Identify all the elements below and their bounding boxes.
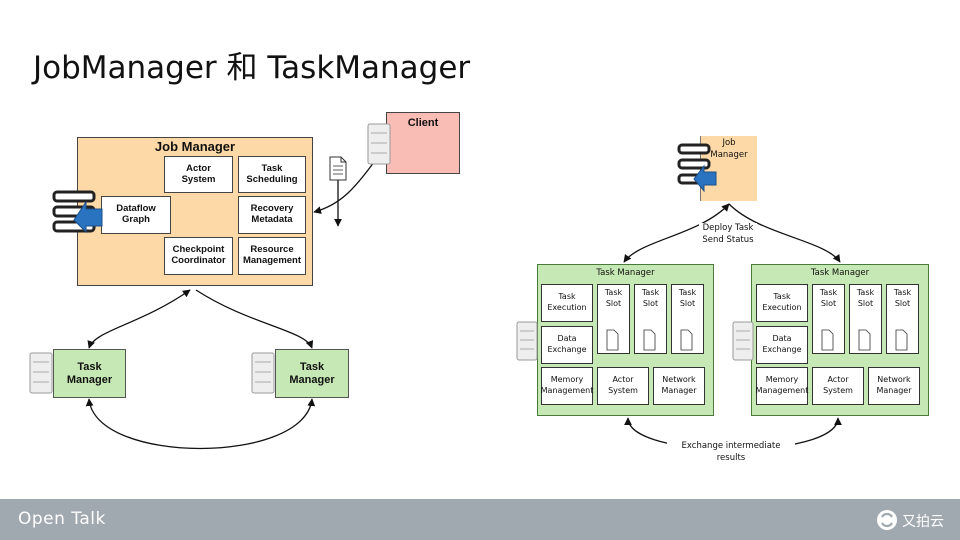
right-task-manager-2-title: Task Manager <box>810 268 870 278</box>
server-icon-client <box>367 123 391 165</box>
right-task-manager-1-title: Task Manager <box>596 268 655 278</box>
server-icon-tm-left <box>29 352 53 394</box>
checkpoint-coordinator-box: Checkpoint Coordinator <box>164 237 233 275</box>
blue-arrow-icon-left <box>73 200 103 234</box>
resource-management-box: Resource Management <box>238 237 306 275</box>
server-icon-tm-right <box>251 352 275 394</box>
slot-doc-icon-2-2 <box>858 329 871 351</box>
slot-doc-icon-1-2 <box>643 329 656 351</box>
slide-title: JobManager 和 TaskManager <box>33 50 471 86</box>
tm-to-tm-connector <box>85 398 316 450</box>
upyun-logo-icon <box>877 510 897 530</box>
jm-to-tm-left-connector <box>87 289 191 349</box>
network-manager-box-2: Network Manager <box>868 367 920 405</box>
slot-doc-icon-2-3 <box>895 329 908 351</box>
memory-management-box-2: Memory Management <box>756 367 808 405</box>
footer-brand: Open Talk <box>18 509 106 529</box>
slot-doc-icon-1-3 <box>680 329 693 351</box>
slot-document-icons <box>606 329 908 351</box>
memory-management-box-1: Memory Management <box>541 367 593 405</box>
server-icon-rtm-2 <box>732 321 754 361</box>
exchange-results-label: Exchange intermediate results <box>667 441 795 465</box>
task-execution-box-2: Task Execution <box>756 284 808 322</box>
task-slot-2-3: Task Slot <box>886 284 919 354</box>
dataflow-graph-box: Dataflow Graph <box>101 196 171 234</box>
slot-doc-icon-1-1 <box>606 329 619 351</box>
task-execution-box-1: Task Execution <box>541 284 593 322</box>
actor-system-box-1: Actor System <box>597 367 649 405</box>
document-icon <box>329 156 347 181</box>
task-manager-box-right: Task Manager <box>275 349 349 398</box>
slot-doc-icon-2-1 <box>821 329 834 351</box>
footer-bar <box>0 499 960 540</box>
task-manager-box-left: Task Manager <box>53 349 126 398</box>
actor-system-box-2: Actor System <box>812 367 864 405</box>
deploy-connector-left <box>623 203 730 263</box>
network-manager-box-1: Network Manager <box>653 367 705 405</box>
server-icon-rtm-1 <box>516 321 538 361</box>
footer-logo-text: 又拍云 <box>902 514 944 530</box>
job-manager-title: Job Manager <box>154 139 236 154</box>
task-scheduling-box: Task Scheduling <box>238 156 306 193</box>
jm-to-tm-right-connector <box>195 289 314 349</box>
deploy-task-label: Deploy Task Send Status <box>699 223 757 247</box>
data-exchange-box-1: Data Exchange <box>541 326 593 364</box>
recovery-metadata-box: Recovery Metadata <box>238 196 306 234</box>
blue-arrow-icon-right <box>693 164 717 193</box>
data-exchange-box-2: Data Exchange <box>756 326 808 364</box>
client-box: Client <box>386 112 460 174</box>
actor-system-box: Actor System <box>164 156 233 193</box>
deploy-connector-right <box>728 203 841 263</box>
